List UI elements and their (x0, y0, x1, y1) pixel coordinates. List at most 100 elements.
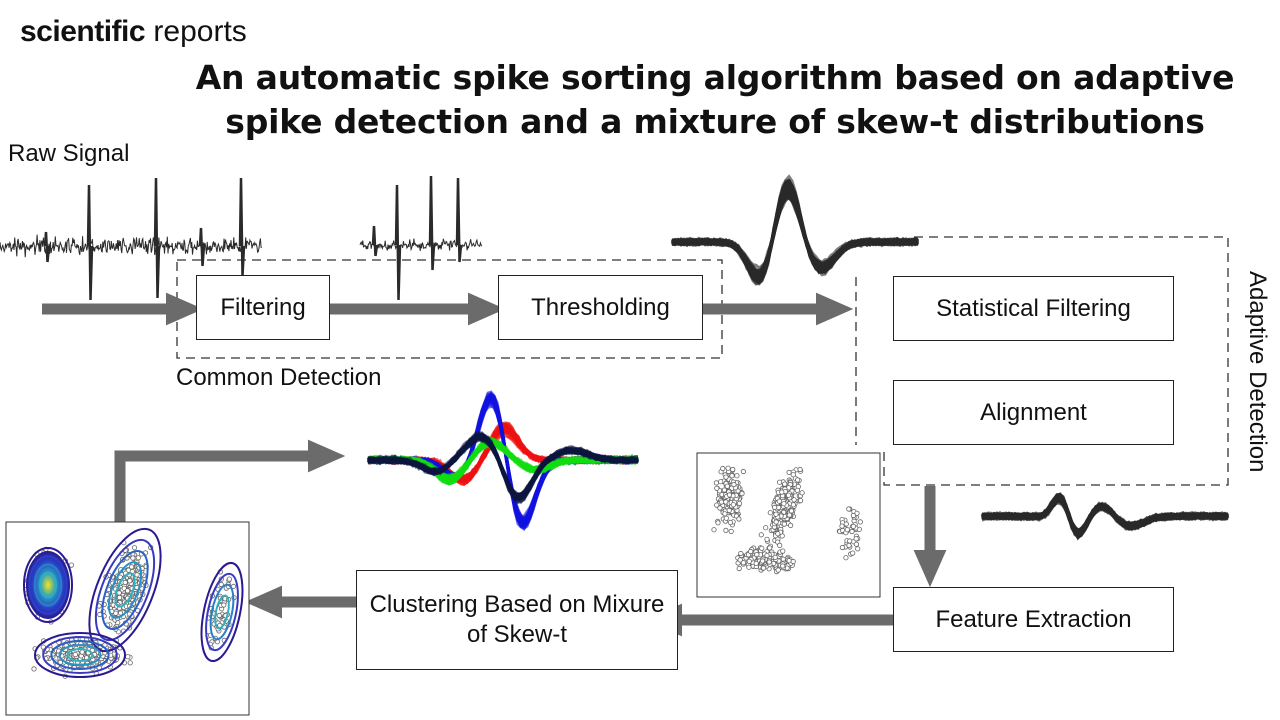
feature-point (771, 504, 778, 510)
feature-point (748, 548, 754, 555)
feature-point (736, 565, 742, 572)
feature-point (781, 501, 787, 507)
feature-point (135, 555, 141, 561)
contour-ring (107, 561, 143, 619)
feature-point (718, 499, 725, 505)
feature-point (767, 545, 773, 551)
contour-ring (33, 563, 63, 607)
clustering-box: Clustering Based on Mixure of Skew-t (356, 570, 678, 670)
feature-point (847, 538, 853, 544)
feature-point (711, 527, 717, 533)
statistical-filtering-box: Statistical Filtering (893, 276, 1174, 341)
feature-point (850, 512, 857, 519)
feature-point (794, 487, 801, 493)
feature-point (715, 520, 721, 526)
feature-point (122, 579, 128, 586)
filtering-box: Filtering (196, 275, 330, 340)
feature-point (726, 507, 732, 513)
contour-ring (23, 547, 73, 623)
feature-point (723, 527, 729, 534)
feature-point (713, 480, 720, 486)
feature-point (130, 555, 136, 561)
feature-point (121, 585, 127, 591)
feature-point (714, 485, 720, 491)
spike-mark (43, 231, 51, 263)
feature-point (790, 472, 796, 478)
feature-point (729, 473, 735, 479)
feature-point (839, 544, 846, 551)
feature-point (714, 502, 720, 508)
spike-mark (455, 177, 463, 263)
feature-scatter-points (711, 465, 863, 575)
feature-point (779, 489, 785, 495)
feature-point (218, 581, 224, 588)
feature-point (727, 519, 734, 526)
feature-point (221, 602, 227, 608)
feature-point (730, 466, 736, 473)
contour-ring (114, 572, 136, 608)
feature-point (226, 576, 232, 582)
feature-point (125, 654, 131, 660)
feature-point (730, 502, 737, 508)
waveform-line (671, 193, 919, 277)
feature-point (788, 508, 795, 514)
feature-point (134, 572, 140, 578)
feature-point (849, 528, 855, 535)
feature-point (739, 490, 745, 497)
journal-brand: scientific reports (20, 14, 247, 50)
feature-point (846, 506, 852, 512)
noise-trace (0, 234, 262, 258)
contour-ring (205, 572, 239, 652)
contour-ring (42, 636, 118, 674)
feature-point (728, 528, 734, 535)
feature-point (790, 558, 796, 565)
feature-point (125, 588, 131, 594)
adaptive-detection-region (883, 236, 1229, 486)
brand-light: reports (153, 15, 247, 48)
feature-point (740, 468, 747, 475)
feature-point (773, 519, 779, 525)
feature-point (72, 651, 78, 658)
waveform-line (671, 183, 919, 283)
feature-point (839, 523, 845, 529)
feature-point (797, 466, 803, 473)
spike-mark (428, 175, 436, 271)
feature-point (127, 578, 133, 584)
contour-ring (28, 555, 68, 615)
feature-point (780, 563, 786, 569)
feature-point (764, 536, 770, 542)
contour-ring (34, 632, 126, 678)
feature-point (131, 545, 138, 551)
feature-point (726, 492, 733, 498)
feature-point (777, 542, 783, 549)
contour-ring (88, 527, 162, 653)
feature-point (843, 521, 849, 527)
feature-point (116, 594, 123, 601)
feature-point (723, 515, 729, 521)
feature-point (216, 612, 222, 619)
feature-point (853, 541, 860, 547)
feature-extraction-box: Feature Extraction (893, 587, 1174, 652)
feature-point (722, 511, 728, 517)
feature-point (850, 550, 856, 556)
contour-ring (94, 538, 156, 642)
feature-point (785, 492, 792, 498)
contour-ring (209, 583, 235, 641)
raw-signal-trace (0, 177, 262, 301)
feature-point (746, 564, 752, 570)
feature-point (725, 465, 731, 471)
feature-point (724, 483, 730, 489)
feature-point (776, 479, 783, 485)
contour-ring (200, 561, 244, 663)
feature-point (754, 551, 760, 558)
feature-point (738, 550, 744, 557)
contour-ring (101, 550, 149, 630)
sorted-spike-waveforms (366, 390, 640, 531)
feature-point (717, 505, 723, 511)
feature-point (846, 542, 852, 549)
feature-point (116, 590, 122, 596)
feature-point (844, 527, 850, 533)
feature-point (773, 511, 779, 517)
feature-point (790, 502, 797, 508)
